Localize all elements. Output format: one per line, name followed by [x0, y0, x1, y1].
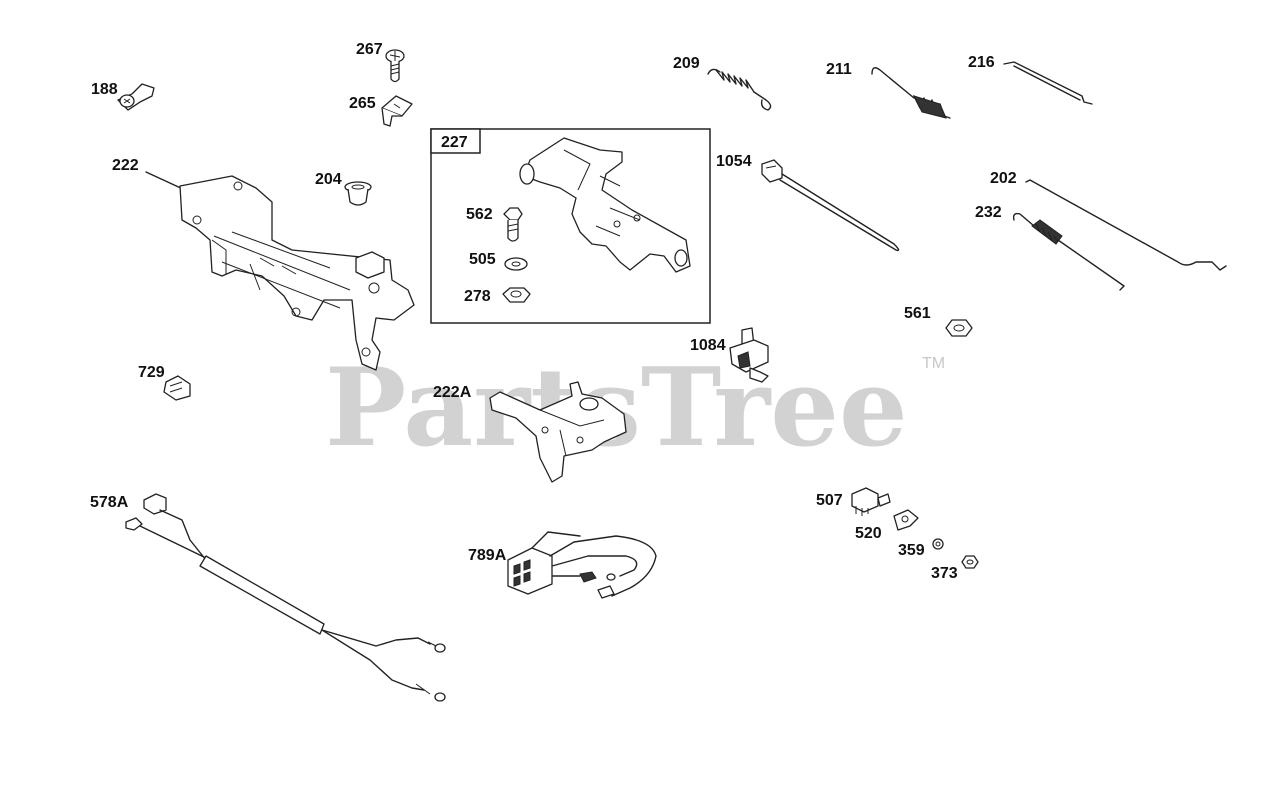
label-578A: 578A [90, 494, 129, 511]
part-578A-wire-harness[interactable] [125, 493, 446, 702]
callout-box-227: 227 [430, 128, 711, 324]
label-562: 562 [466, 206, 493, 223]
label-222A: 222A [433, 384, 472, 401]
part-211-spring[interactable] [871, 67, 951, 119]
label-232: 232 [975, 204, 1002, 221]
part-278-nut[interactable] [502, 287, 531, 303]
part-729-connector[interactable] [163, 375, 191, 401]
label-265: 265 [349, 95, 376, 112]
part-222A-bracket[interactable] [489, 381, 627, 483]
callout-box-label: 227 [441, 134, 468, 151]
label-729: 729 [138, 364, 165, 381]
part-561-nut[interactable] [945, 319, 973, 337]
part-202-rod[interactable] [1025, 179, 1227, 271]
label-507: 507 [816, 492, 843, 509]
label-520: 520 [855, 525, 882, 542]
part-562-screw[interactable] [503, 207, 523, 242]
label-211: 211 [826, 61, 852, 78]
label-1054: 1054 [716, 153, 752, 170]
label-505: 505 [469, 251, 496, 268]
label-188: 188 [91, 81, 118, 98]
label-373: 373 [931, 565, 958, 582]
part-188-spacer[interactable] [117, 83, 155, 111]
label-561: 561 [904, 305, 931, 322]
part-222-control-bracket[interactable] [145, 171, 415, 371]
label-278: 278 [464, 288, 491, 305]
label-1084: 1084 [690, 337, 726, 354]
part-789A-wire-harness[interactable] [507, 531, 657, 599]
label-209: 209 [673, 55, 700, 72]
part-507-switch[interactable] [851, 487, 891, 516]
part-505-washer[interactable] [504, 257, 528, 271]
part-265-clip[interactable] [381, 95, 413, 127]
part-267-screw[interactable] [385, 49, 405, 83]
part-520-bracket[interactable] [893, 509, 919, 531]
label-359: 359 [898, 542, 925, 559]
label-789A: 789A [468, 547, 507, 564]
part-227-throttle-arm[interactable] [519, 137, 691, 273]
part-359-lock-washer[interactable] [932, 538, 944, 550]
label-216: 216 [968, 54, 995, 71]
part-209-spring[interactable] [707, 68, 772, 111]
part-216-rod[interactable] [1003, 61, 1093, 105]
part-232-spring[interactable] [1012, 212, 1125, 291]
watermark-trademark: TM [922, 355, 945, 372]
part-1084-switch[interactable] [729, 327, 769, 383]
label-204: 204 [315, 171, 342, 188]
label-202: 202 [990, 170, 1017, 187]
label-267: 267 [356, 41, 383, 58]
part-1054-cable-tie[interactable] [761, 159, 900, 252]
part-373-nut[interactable] [961, 555, 979, 569]
part-204-bushing[interactable] [344, 181, 372, 206]
label-222: 222 [112, 157, 139, 174]
